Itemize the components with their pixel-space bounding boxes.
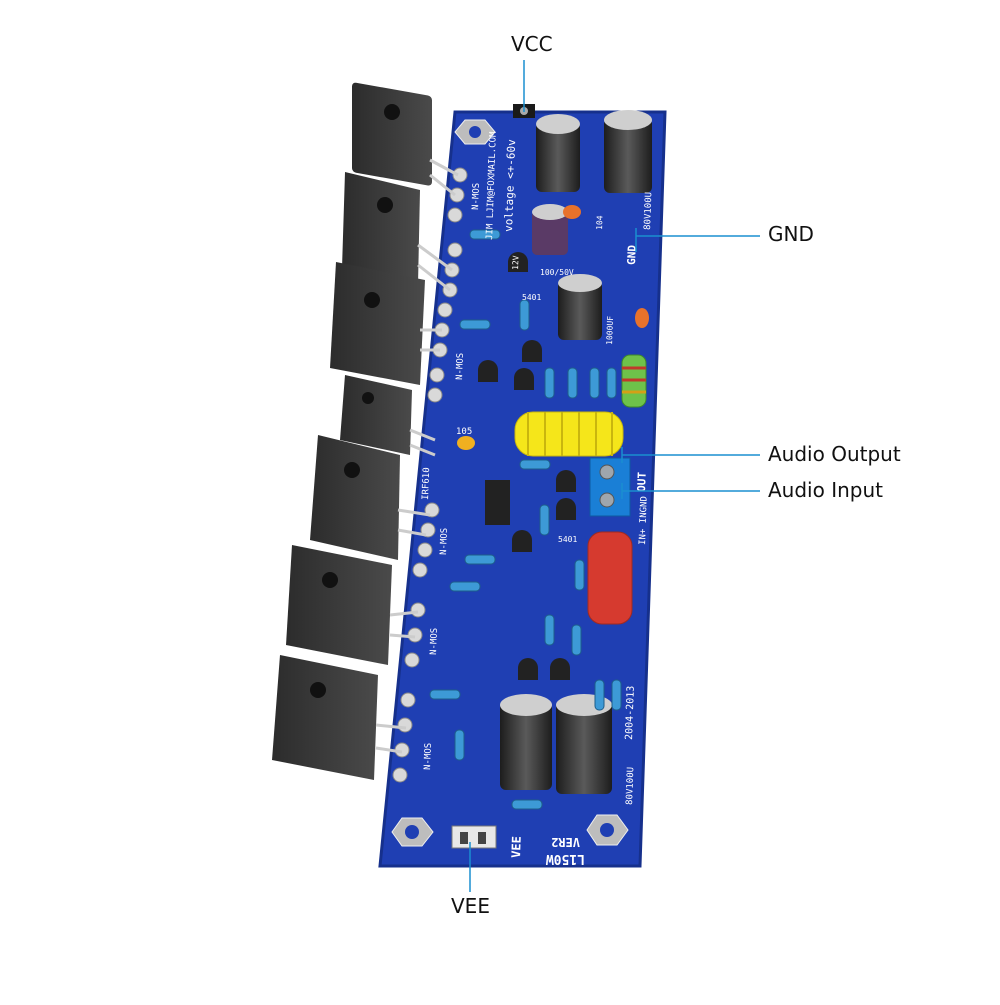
callout-lines — [469, 60, 760, 892]
mounting-holes — [391, 119, 629, 847]
vee-label: VEE — [451, 894, 490, 918]
cap-top-right — [604, 110, 652, 193]
cap-small-top — [532, 204, 568, 255]
silk-version: VER2 — [551, 835, 580, 849]
silk-email: JIM LJIM@FOXMAIL.COM — [485, 131, 499, 240]
silk-voltage: voltage <+-60v — [502, 139, 518, 232]
mosfet-6 — [272, 655, 407, 780]
vee-connector — [451, 825, 497, 849]
silk-irf: IRF610 — [421, 467, 432, 500]
silk-in: IN+ INGND — [638, 496, 650, 545]
power-resistor — [621, 354, 647, 408]
silkscreen-text: JIM LJIM@FOXMAIL.COM voltage <+-60v N-MO… — [421, 131, 654, 866]
electrolytic-capacitors — [500, 110, 652, 794]
small-ceramic-caps — [457, 205, 649, 450]
screw-terminal — [589, 457, 631, 517]
cap-top-left — [536, 114, 580, 192]
silk-cap-label: 80V100U — [625, 767, 636, 805]
silk-105: 105 — [456, 427, 472, 437]
silk-nmos-4: N-MOS — [429, 628, 440, 655]
mosfet-4 — [310, 435, 431, 560]
resistors — [429, 229, 622, 810]
silk-model: L150W — [546, 851, 585, 866]
silk-cap-label-2: 80V100U — [643, 192, 654, 230]
silk-out: OUT — [635, 471, 649, 492]
silk-nmos-1: N-MOS — [471, 183, 482, 210]
silk-years: 2004-2013 — [624, 686, 637, 741]
silk-nmos-2: N-MOS — [455, 353, 466, 380]
silk-nmos-5: N-MOS — [423, 743, 434, 770]
silk-12v: 12V — [511, 255, 521, 270]
cap-bottom-right — [556, 694, 612, 794]
silk-5401: 5401 — [522, 293, 541, 302]
driver-transistor — [340, 375, 436, 457]
silk-5401b: 5401 — [558, 535, 577, 544]
audio-output-label: Audio Output — [768, 442, 901, 466]
cap-bottom-left — [500, 694, 552, 790]
mosfet-1 — [352, 82, 459, 197]
silk-nmos-3: N-MOS — [439, 528, 450, 555]
silk-vee: VEE — [509, 836, 524, 858]
vcc-label: VCC — [511, 32, 553, 56]
yellow-inductor — [514, 411, 624, 457]
mosfet-5 — [286, 545, 419, 665]
small-transistors — [478, 252, 576, 680]
solder-pads — [392, 167, 468, 783]
audio-input-label: Audio Input — [768, 478, 883, 502]
red-film-capacitor — [587, 531, 633, 625]
silk-cap-small: 100/50V — [540, 268, 574, 277]
mosfet-3 — [330, 262, 442, 385]
silk-1000uf: 1000UF — [605, 316, 615, 345]
mosfet-2 — [342, 172, 453, 292]
silk-104: 104 — [595, 215, 605, 230]
gnd-label: GND — [768, 222, 814, 246]
mosfet-transistors — [272, 82, 459, 780]
cap-middle — [558, 274, 602, 340]
